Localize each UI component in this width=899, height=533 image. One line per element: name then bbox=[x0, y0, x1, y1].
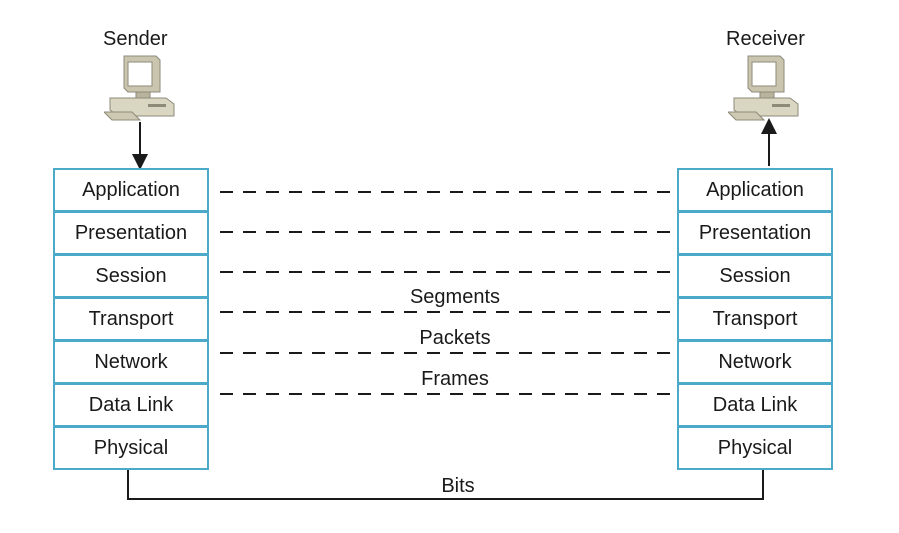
pdu-label-frames: Frames bbox=[418, 368, 492, 390]
receiver-layer-data-link: Data Link bbox=[679, 382, 831, 425]
sender-layer-physical: Physical bbox=[55, 425, 207, 468]
sender-layer-session: Session bbox=[55, 253, 207, 296]
pdu-label-bits: Bits bbox=[438, 475, 478, 497]
sender-computer-icon bbox=[104, 55, 175, 121]
sender-layer-presentation: Presentation bbox=[55, 210, 207, 253]
receiver-layer-physical: Physical bbox=[679, 425, 831, 468]
pdu-label-segments: Segments bbox=[406, 286, 504, 308]
receiver-layer-transport: Transport bbox=[679, 296, 831, 339]
sender-layer-application: Application bbox=[82, 179, 180, 201]
receiver-osi-stack: Application Presentation Session Transpo… bbox=[677, 168, 833, 470]
receiver-layer-network: Network bbox=[679, 339, 831, 382]
receiver-layer-application: Application bbox=[706, 179, 804, 201]
pdu-label-packets: Packets bbox=[416, 327, 494, 349]
receiver-layer-presentation: Presentation bbox=[679, 210, 831, 253]
receiver-title: Receiver bbox=[726, 28, 805, 50]
sender-osi-stack: Application Presentation Session Transpo… bbox=[53, 168, 209, 470]
sender-layer-transport: Transport bbox=[55, 296, 207, 339]
sender-title: Sender bbox=[103, 28, 168, 50]
receiver-layer-session: Session bbox=[679, 253, 831, 296]
sender-layer-data-link: Data Link bbox=[55, 382, 207, 425]
physical-bits-connector bbox=[127, 470, 764, 500]
receiver-computer-icon bbox=[728, 55, 799, 121]
sender-layer-network: Network bbox=[55, 339, 207, 382]
